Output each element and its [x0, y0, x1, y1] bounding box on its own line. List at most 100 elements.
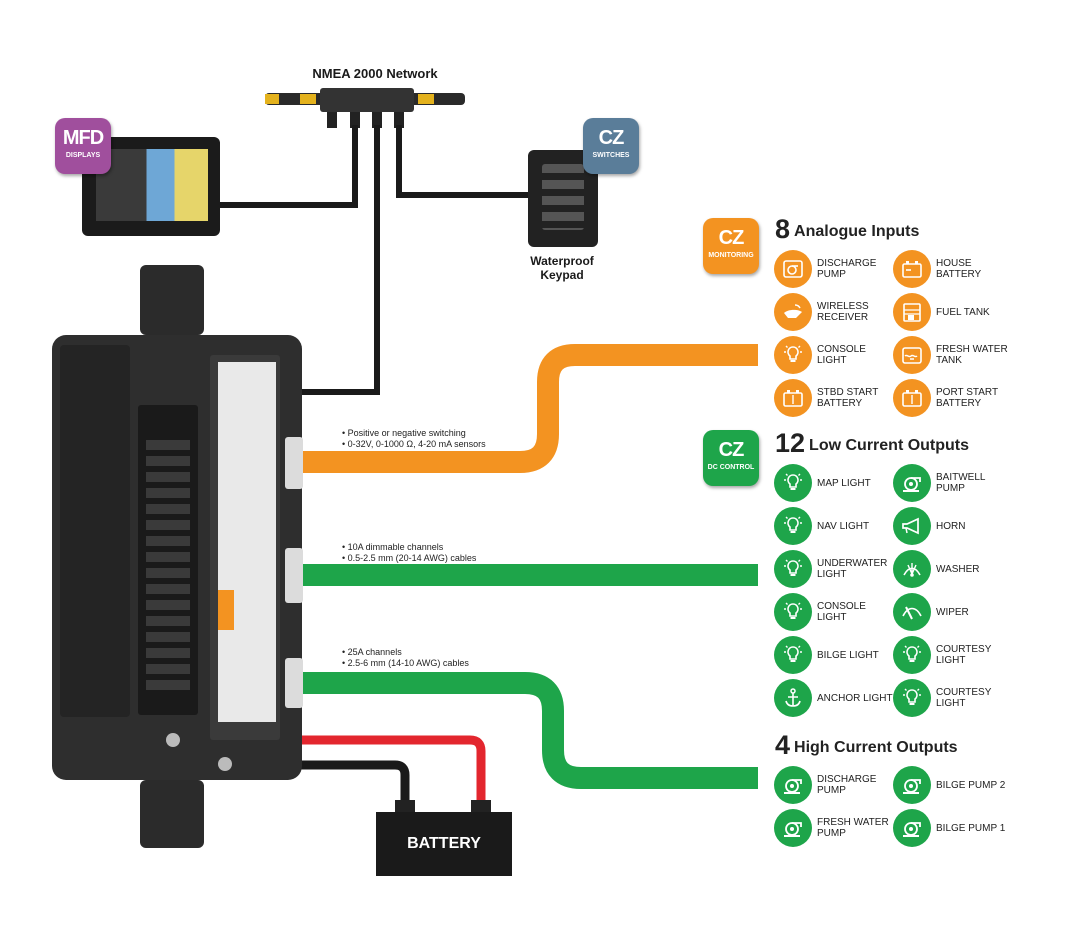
- analogue-item: CONSOLE LIGHT: [774, 336, 896, 376]
- high_current-item: BILGE PUMP 1: [893, 809, 1015, 849]
- badge-mfd-text: MFD: [62, 127, 104, 149]
- mfd-drop-cable: [220, 125, 358, 208]
- analogue-input-cable: [300, 344, 758, 473]
- badge-dc-subtext: DC CONTROL: [707, 464, 755, 471]
- low_current-item-label: MAP LIGHT: [817, 477, 871, 489]
- pump-icon: [774, 766, 812, 804]
- low_current-item: WASHER: [893, 550, 1015, 590]
- low_current-item: MAP LIGHT: [774, 464, 896, 504]
- pump-gauge-icon: [774, 250, 812, 288]
- battery-label: BATTERY: [407, 835, 481, 852]
- nmea-network-title: NMEA 2000 Network: [312, 66, 438, 81]
- analogue-item: PORT START BATTERY: [893, 379, 1015, 419]
- analogue-item-label: DISCHARGE PUMP: [817, 258, 877, 280]
- low_current-item-label: ANCHOR LIGHT: [817, 692, 893, 704]
- low_current-item: BILGE LIGHT: [774, 636, 896, 676]
- analogue-item-label: HOUSE BATTERY: [936, 258, 982, 280]
- wiper-icon: [893, 593, 931, 631]
- badge-sw-subtext: SWITCHES: [592, 152, 630, 159]
- low_current-item: HORN: [893, 507, 1015, 547]
- pump-icon: [893, 464, 931, 502]
- badge-mon-subtext: MONITORING: [708, 252, 754, 259]
- high_current-item: BILGE PUMP 2: [893, 766, 1015, 806]
- light-bulb-icon: [893, 679, 931, 717]
- pump-icon: [774, 809, 812, 847]
- analogue-item-label: FRESH WATER TANK: [936, 344, 1008, 366]
- light-bulb-icon: [774, 636, 812, 674]
- nmea-backbone: [265, 88, 465, 128]
- low_current-item: WIPER: [893, 593, 1015, 633]
- czone-controller: [52, 265, 303, 848]
- analogue-item-label: WIRELESS RECEIVER: [817, 301, 869, 323]
- low-current-note-2: • 0.5-2.5 mm (20-14 AWG) cables: [342, 553, 477, 563]
- light-bulb-icon: [774, 464, 812, 502]
- badge-dc-text: CZ: [718, 439, 745, 461]
- analogue-item-label: CONSOLE LIGHT: [817, 344, 866, 366]
- high-current-title: High Current Outputs: [794, 739, 958, 756]
- low_current-item-label: NAV LIGHT: [817, 520, 870, 532]
- battery-gauge-icon: [893, 250, 931, 288]
- controller-drop-cable: [283, 125, 380, 395]
- low_current-item: ANCHOR LIGHT: [774, 679, 896, 719]
- low_current-item-label: HORN: [936, 520, 966, 532]
- battery-icon: [893, 379, 931, 417]
- pump-icon: [893, 809, 931, 847]
- keypad-buttons: [542, 164, 584, 230]
- analogue-count: 8: [775, 214, 791, 244]
- low-current-title: Low Current Outputs: [809, 437, 970, 454]
- mfd-screen-map: [96, 149, 208, 221]
- horn-icon: [893, 507, 931, 545]
- analogue-note-1: • Positive or negative switching: [342, 428, 466, 438]
- anchor-light-icon: [774, 679, 812, 717]
- water-tank-icon: [893, 336, 931, 374]
- low-current-count: 12: [775, 428, 806, 458]
- light-bulb-icon: [774, 593, 812, 631]
- cz-monitoring-badge: CZ MONITORING: [703, 218, 759, 274]
- battery-box: [376, 812, 512, 876]
- badge-mfd-subtext: DISPLAYS: [65, 152, 101, 159]
- analogue-notes: • Positive or negative switching • 0-32V…: [342, 428, 486, 450]
- high_current-item: DISCHARGE PUMP: [774, 766, 896, 806]
- low_current-item-label: UNDERWATER LIGHT: [817, 558, 888, 580]
- low_current-item-label: COURTESY LIGHT: [936, 687, 992, 709]
- mfd-display: [82, 137, 220, 236]
- keypad-label-line1: Waterproof: [530, 254, 594, 268]
- low_current-item: COURTESY LIGHT: [893, 636, 1015, 676]
- positive-battery-cable: [180, 735, 486, 803]
- low_current-item: NAV LIGHT: [774, 507, 896, 547]
- analogue-item: FUEL TANK: [893, 293, 1015, 333]
- high-current-note-2: • 2.5-6 mm (14-10 AWG) cables: [342, 658, 469, 668]
- keypad-label-line2: Keypad: [540, 268, 584, 282]
- keypad-drop-cable: [396, 125, 528, 198]
- low_current-item-label: COURTESY LIGHT: [936, 644, 992, 666]
- analogue-note-2: • 0-32V, 0-1000 Ω, 4-20 mA sensors: [342, 439, 486, 449]
- low_current-item-label: WASHER: [936, 563, 980, 575]
- battery-icon: [774, 379, 812, 417]
- fuel-tank-icon: [893, 293, 931, 331]
- low_current-item: CONSOLE LIGHT: [774, 593, 896, 633]
- light-bulb-icon: [774, 507, 812, 545]
- low_current-item: COURTESY LIGHT: [893, 679, 1015, 719]
- light-bulb-icon: [893, 636, 931, 674]
- washer-icon: [893, 550, 931, 588]
- analogue-item: WIRELESS RECEIVER: [774, 293, 896, 333]
- pump-icon: [893, 766, 931, 804]
- low_current-item-label: BILGE LIGHT: [817, 649, 879, 661]
- high-current-cable: [300, 672, 758, 789]
- analogue-item: DISCHARGE PUMP: [774, 250, 896, 290]
- analogue-item: FRESH WATER TANK: [893, 336, 1015, 376]
- cz-switches-badge: CZ SWITCHES: [583, 118, 639, 174]
- high_current-item-label: FRESH WATER PUMP: [817, 817, 889, 839]
- cz-dc-control-badge: CZ DC CONTROL: [703, 430, 759, 486]
- high-current-note-1: • 25A channels: [342, 647, 402, 657]
- analogue-item-label: STBD START BATTERY: [817, 387, 879, 409]
- badge-mon-text: CZ: [718, 227, 745, 249]
- high_current-item-label: BILGE PUMP 1: [936, 822, 1006, 834]
- low_current-item-label: CONSOLE LIGHT: [817, 601, 866, 623]
- negative-battery-cable: [225, 760, 410, 803]
- keypad-label: Waterproof Keypad: [512, 254, 612, 282]
- low-current-notes: • 10A dimmable channels • 0.5-2.5 mm (20…: [342, 542, 476, 564]
